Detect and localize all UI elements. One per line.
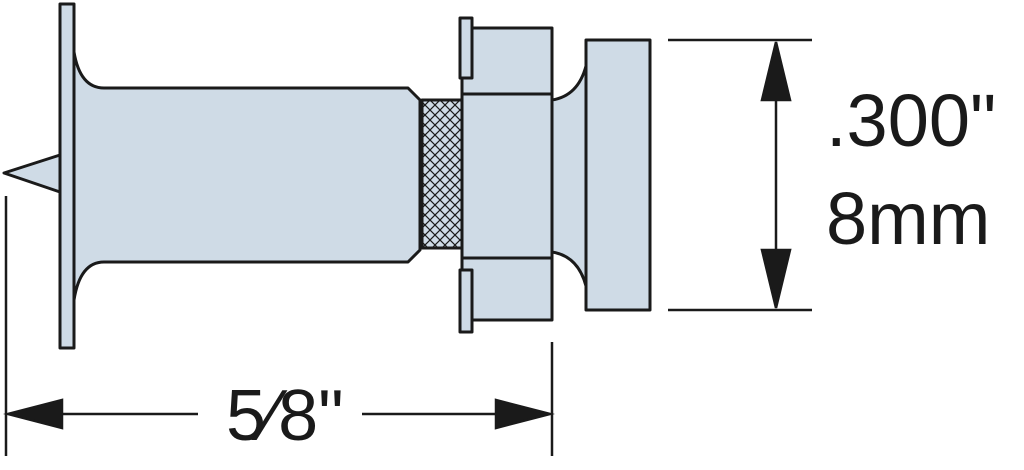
head-neck — [550, 64, 588, 288]
pin-point — [2, 153, 62, 194]
collar — [460, 26, 554, 322]
length-arrow-right — [494, 398, 555, 430]
height-mm-label: 8mm — [826, 177, 990, 260]
collar-tab-bottom — [458, 268, 474, 334]
fastener-body — [2, 2, 652, 350]
height-dimension — [668, 38, 812, 312]
height-arrow-bottom — [760, 248, 792, 309]
flange-washer — [58, 2, 76, 350]
pin-head — [584, 38, 652, 312]
knurled-section — [420, 98, 464, 250]
length-inch-label: 5⁄8" — [226, 376, 344, 456]
collar-tab-top — [458, 16, 474, 80]
length-arrow-left — [3, 398, 64, 430]
length-dimension — [3, 196, 555, 456]
pin-barrel — [72, 50, 422, 302]
height-arrow-top — [760, 41, 792, 102]
height-inch-label: .300" — [826, 79, 996, 162]
